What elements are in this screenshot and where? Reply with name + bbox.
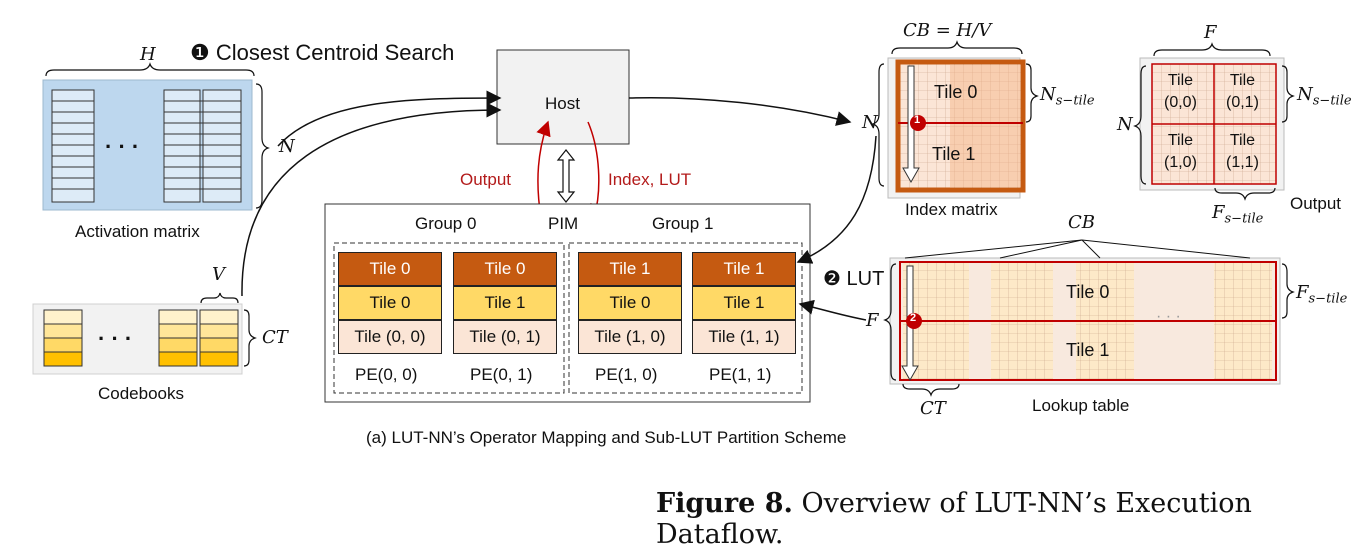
output-caption: Output <box>1290 194 1342 213</box>
sub-caption: (a) LUT-NN’s Operator Mapping and Sub-LU… <box>366 428 847 447</box>
group0-box <box>333 242 565 394</box>
codebooks-dim-ct: CT <box>262 327 288 348</box>
activation-dots: · · · <box>105 134 140 159</box>
index-matrix <box>871 40 1039 199</box>
pe11-label: PE(1, 1) <box>709 365 772 384</box>
index-tile1: Tile 1 <box>932 144 976 164</box>
pe10-output-tile: Tile (1, 0) <box>578 320 682 354</box>
pim-label: PIM <box>548 214 579 233</box>
activation-matrix <box>42 62 270 211</box>
output-dim-fs: Fs−tile <box>1212 202 1264 227</box>
group1-box <box>568 242 803 394</box>
step1-title: ❶ Closest Centroid Search <box>190 40 454 66</box>
lut-step-marker: 2 <box>910 312 917 324</box>
lookup-table <box>883 239 1295 397</box>
arrow-index-to-pim <box>796 135 877 264</box>
arrow-activation-to-host <box>277 90 502 147</box>
output-dim-f: F <box>1204 22 1217 43</box>
group1-label: Group 1 <box>652 214 714 233</box>
activation-dim-h: H <box>140 44 156 65</box>
step1-label: Closest Centroid Search <box>215 40 455 65</box>
output-dim-ns: Ns−tile <box>1297 84 1352 109</box>
index-caption: Index matrix <box>905 200 998 219</box>
host-label: Host <box>545 94 580 113</box>
arrow-host-to-index <box>628 96 852 126</box>
activation-dim-n: N <box>279 136 295 157</box>
pe10-index-tile: Tile 1 <box>578 252 682 286</box>
index-lut-arrow-label: Index, LUT <box>608 170 692 189</box>
pe11-output-tile: Tile (1, 1) <box>692 320 796 354</box>
step2-title: ❷ LUT <box>823 266 884 291</box>
lut-tile0: Tile 0 <box>1066 282 1110 302</box>
lut-dim-f: F <box>866 310 879 331</box>
output-dim-n: N <box>1117 114 1133 135</box>
step2-label: LUT <box>846 268 885 290</box>
pe01-index-tile: Tile 0 <box>453 252 557 286</box>
output-tile-01: Tile(0,1) <box>1226 72 1259 111</box>
lut-dim-fs: Fs−tile <box>1296 282 1348 307</box>
output-arrow-label: Output <box>460 170 512 189</box>
index-dim-ns: Ns−tile <box>1040 84 1095 109</box>
codebooks-dots: · · · <box>98 326 133 351</box>
pe00-output-tile: Tile (0, 0) <box>338 320 442 354</box>
arrow-lut-to-pim <box>798 299 867 321</box>
index-dim-cb: CB = H/V <box>903 20 992 41</box>
host-pim-link <box>556 149 576 203</box>
step1-marker: ❶ <box>190 40 210 65</box>
pe11-lut-tile: Tile 1 <box>692 286 796 320</box>
host-box <box>496 49 630 145</box>
codebooks <box>32 292 257 375</box>
lut-caption: Lookup table <box>1032 396 1130 415</box>
index-step-marker: 1 <box>914 114 921 126</box>
pe01-label: PE(0, 1) <box>470 365 533 384</box>
pe10-lut-tile: Tile 0 <box>578 286 682 320</box>
lut-dim-cb: CB <box>1068 212 1095 233</box>
output-matrix <box>1133 42 1295 201</box>
lut-dim-ct: CT <box>920 398 946 419</box>
figure-label: Figure 8. <box>656 488 793 519</box>
pe01-output-tile: Tile (0, 1) <box>453 320 557 354</box>
pe01-lut-tile: Tile 1 <box>453 286 557 320</box>
step2-marker: ❷ <box>823 268 841 290</box>
output-tile-00: Tile(0,0) <box>1164 72 1197 111</box>
pe00-lut-tile: Tile 0 <box>338 286 442 320</box>
pe11-index-tile: Tile 1 <box>692 252 796 286</box>
codebooks-dim-v: V <box>212 264 225 285</box>
lut-tile1: Tile 1 <box>1066 340 1110 360</box>
index-tile0: Tile 0 <box>934 82 978 102</box>
index-dim-n: N <box>862 112 878 133</box>
arrow-codebooks-to-host <box>241 102 502 297</box>
activation-caption: Activation matrix <box>75 222 200 241</box>
pe10-label: PE(1, 0) <box>595 365 658 384</box>
lut-dots: · · · <box>1156 308 1181 325</box>
output-tile-11: Tile(1,1) <box>1226 132 1259 171</box>
pe00-label: PE(0, 0) <box>355 365 418 384</box>
group0-label: Group 0 <box>415 214 477 233</box>
figure-caption: Figure 8. Overview of LUT-NN’s Execution… <box>656 488 1366 550</box>
output-tile-10: Tile(1,0) <box>1164 132 1197 171</box>
codebooks-caption: Codebooks <box>98 384 185 403</box>
pe00-index-tile: Tile 0 <box>338 252 442 286</box>
